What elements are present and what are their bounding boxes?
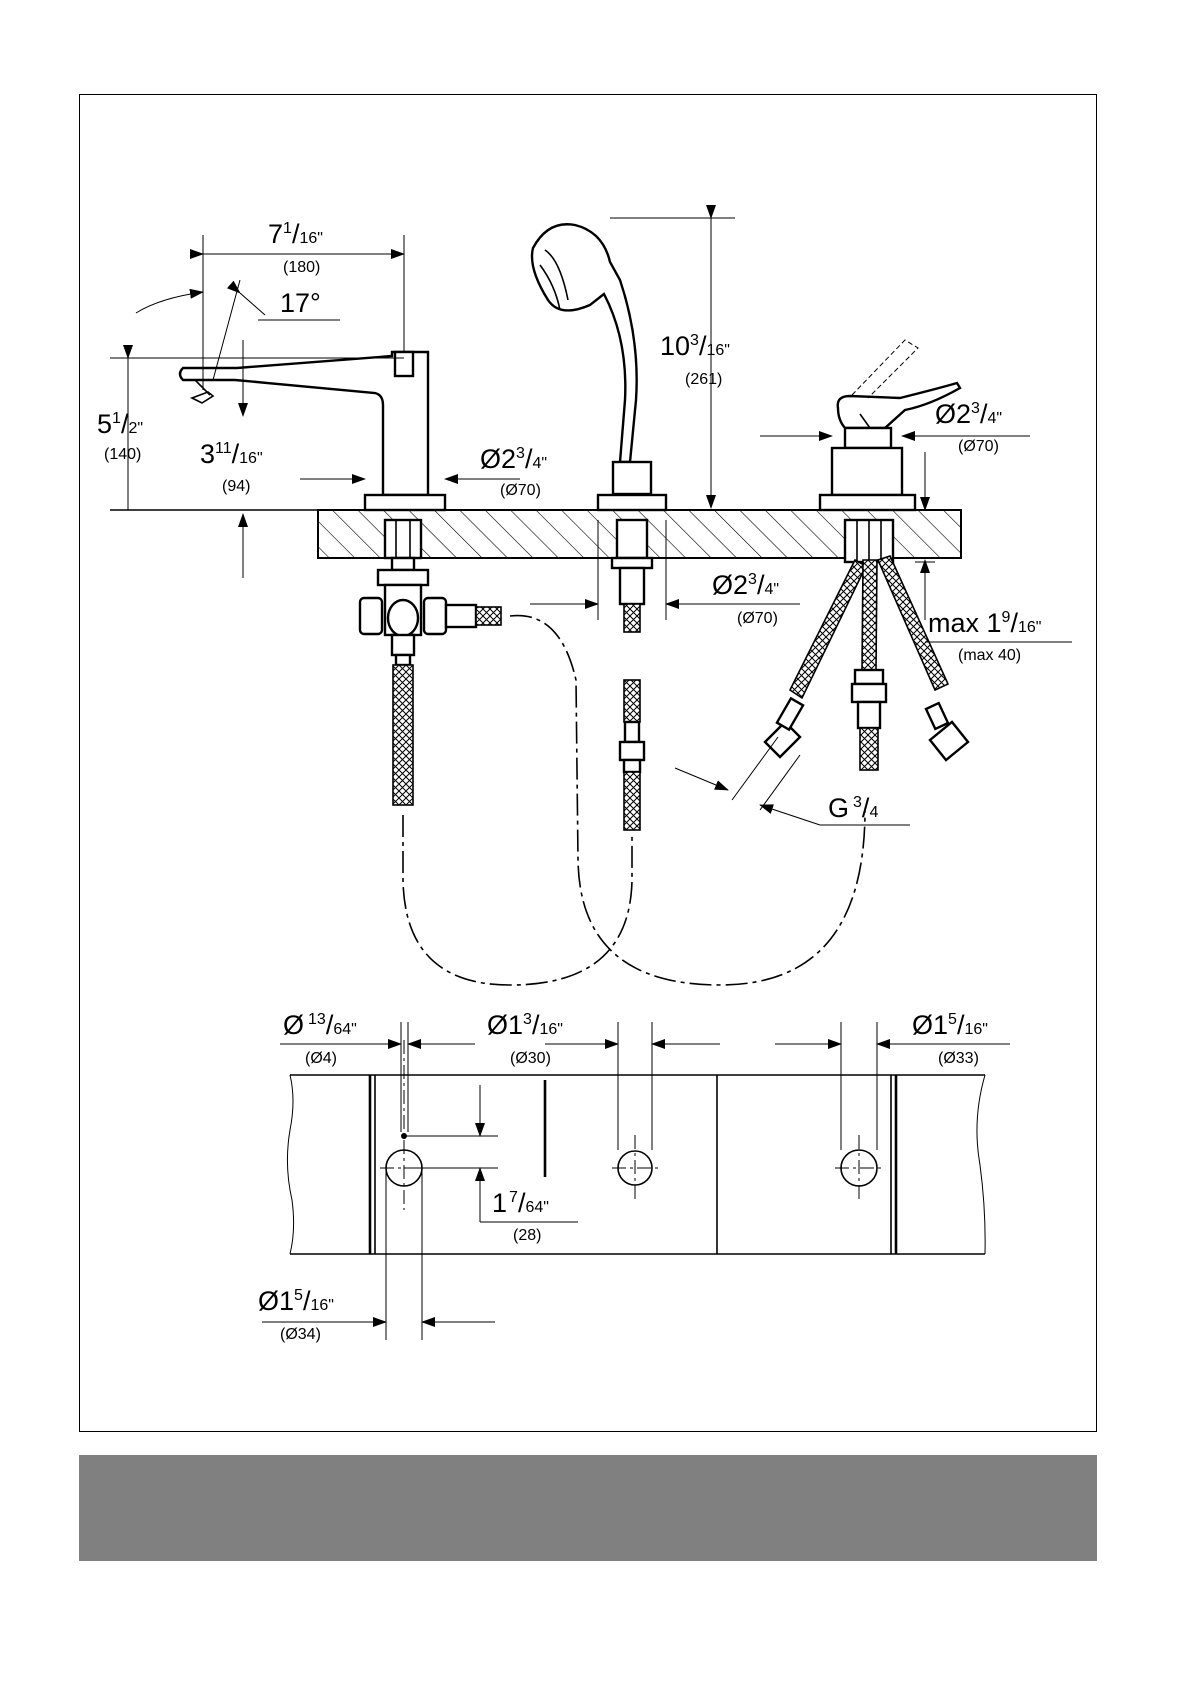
label-middle-hole-dia: Ø13/16" (Ø30): [487, 1010, 563, 1067]
footer-band: [79, 1455, 1097, 1561]
svg-text:(Ø70): (Ø70): [958, 438, 999, 455]
svg-text:Ø23/4": Ø23/4": [480, 444, 547, 474]
svg-text:(Ø30): (Ø30): [510, 1050, 551, 1067]
svg-text:(94): (94): [222, 478, 250, 495]
svg-text:(28): (28): [513, 1227, 541, 1244]
svg-text:Ø23/4": Ø23/4": [935, 399, 1002, 429]
svg-text:(max 40): (max 40): [958, 647, 1021, 664]
svg-text:G3/4: G3/4: [828, 793, 878, 823]
label-spout-angle: 17°: [280, 288, 321, 318]
svg-text:103/16": 103/16": [660, 331, 730, 361]
label-handshower-base-dia: Ø23/4" (Ø70): [712, 570, 779, 627]
label-mixer-dia: Ø23/4" (Ø70): [935, 399, 1002, 455]
label-right-hole-dia: Ø15/16" (Ø33): [912, 1010, 988, 1067]
svg-text:(Ø4): (Ø4): [305, 1050, 337, 1067]
svg-text:(Ø70): (Ø70): [500, 482, 541, 499]
label-spout-reach: 71/16" (180): [268, 219, 323, 276]
label-spout-base-dia: Ø23/4" (Ø70): [480, 444, 547, 499]
deck-section: [110, 510, 961, 558]
svg-text:(180): (180): [283, 259, 320, 276]
svg-text:Ø13/64": Ø13/64": [283, 1010, 357, 1040]
spout-assembly: [180, 352, 501, 805]
svg-text:Ø15/16": Ø15/16": [912, 1010, 988, 1040]
label-handshower-height: 103/16" (261): [660, 331, 730, 388]
svg-text:51/2": 51/2": [97, 409, 143, 439]
hole-layout: [262, 1022, 1010, 1340]
svg-text:max 19/16": max 19/16": [928, 608, 1041, 638]
label-spout-offset: 311/16" (94): [200, 439, 263, 495]
svg-text:Ø13/16": Ø13/16": [487, 1010, 563, 1040]
svg-text:(Ø70): (Ø70): [737, 610, 778, 627]
svg-text:Ø23/4": Ø23/4": [712, 570, 779, 600]
label-left-hole-dia: Ø15/16" (Ø34): [258, 1286, 334, 1343]
svg-text:71/16": 71/16": [268, 219, 323, 249]
svg-text:(140): (140): [104, 446, 141, 463]
label-deck-thickness: max 19/16" (max 40): [928, 608, 1041, 664]
svg-text:(Ø33): (Ø33): [938, 1050, 979, 1067]
label-spout-height: 51/2" (140): [97, 409, 143, 463]
svg-text:17/64": 17/64": [492, 1188, 549, 1218]
svg-text:311/16": 311/16": [200, 439, 263, 469]
svg-text:(261): (261): [685, 371, 722, 388]
svg-text:(Ø34): (Ø34): [280, 1326, 321, 1343]
svg-text:17°: 17°: [280, 288, 321, 318]
svg-text:Ø15/16": Ø15/16": [258, 1286, 334, 1316]
